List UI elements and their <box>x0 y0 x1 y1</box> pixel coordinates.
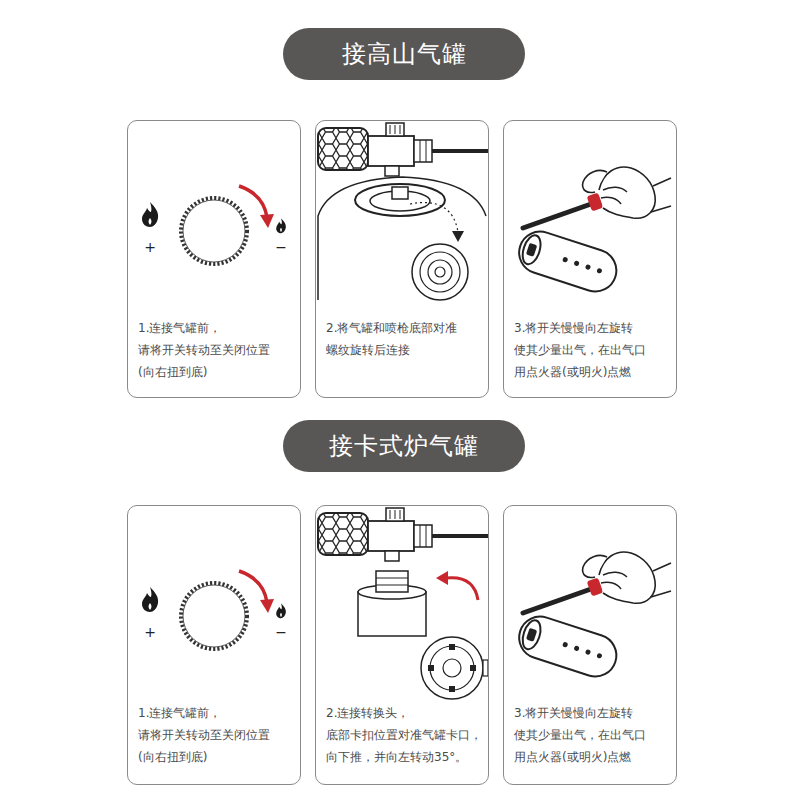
adapter-groove <box>376 578 408 579</box>
step-instruction: 2.连接转换头， 底部卡扣位置对准气罐卡口， 向下推，并向左转动35°。 <box>326 702 488 768</box>
base-tab <box>428 665 434 671</box>
cassette-canister-illustration <box>318 508 488 699</box>
step-instruction: 1.连接气罐前， 请将开关转动至关闭位置 (向右扭到底) <box>138 317 300 383</box>
step-instruction: 3.将开关慢慢向左旋转 使其少量出气，在出气口 用点火器(或明火)点燃 <box>514 702 676 768</box>
step-panel: 3.将开关慢慢向左旋转 使其少量出气，在出气口 用点火器(或明火)点燃 <box>503 505 677 785</box>
step-panel: 2.将气罐和喷枪底部对准 螺纹旋转后连接 <box>315 120 489 398</box>
valve-detail <box>435 267 445 277</box>
base-tab <box>449 686 455 692</box>
base-tab <box>470 665 476 671</box>
base-latch <box>483 660 488 676</box>
section-heading: 接高山气罐 <box>342 38 467 70</box>
step-panel: 3.将开关慢慢向左旋转 使其少量出气，在出气口 用点火器(或明火)点燃 <box>503 120 677 398</box>
adapter-groove <box>376 585 408 586</box>
torch-head <box>318 508 488 561</box>
valve-detail <box>420 252 460 292</box>
less-flame-sign: − <box>275 625 287 639</box>
valve-detail <box>428 260 452 284</box>
base-tab <box>449 644 455 650</box>
section-heading: 接卡式炉气罐 <box>329 430 479 462</box>
canister-ring <box>355 184 445 216</box>
valve-detail <box>412 244 468 300</box>
step-panel: 1.连接气罐前， 请将开关转动至关闭位置 (向右扭到底) <box>127 505 301 785</box>
step-instruction: 3.将开关慢慢向左旋转 使其少量出气，在出气口 用点火器(或明火)点燃 <box>514 317 676 383</box>
dial-illustration <box>142 571 286 649</box>
more-flame-sign: + <box>144 240 156 254</box>
base-center <box>443 659 461 677</box>
step-panel: 1.连接气罐前， 请将开关转动至关闭位置 (向右扭到底) <box>127 120 301 398</box>
adapter <box>376 571 408 592</box>
section-heading-pill: 接高山气罐 <box>283 28 525 80</box>
less-flame-sign: − <box>275 240 287 254</box>
turn-arrow <box>446 578 478 600</box>
step-instruction: 1.连接气罐前， 请将开关转动至关闭位置 (向右扭到底) <box>138 702 300 768</box>
section-heading-pill: 接卡式炉气罐 <box>283 420 525 472</box>
dotted-arrowhead <box>452 231 464 242</box>
ignition-illustration <box>514 552 671 682</box>
step-instruction: 2.将气罐和喷枪底部对准 螺纹旋转后连接 <box>326 317 488 361</box>
adapter-base <box>421 637 483 699</box>
turn-arrowhead <box>436 571 448 585</box>
canister-valve <box>392 187 408 199</box>
ignition-illustration <box>514 167 671 297</box>
mountain-canister-illustration <box>318 123 488 300</box>
canister-dome <box>318 177 486 300</box>
dial-illustration <box>142 186 286 264</box>
step-panel: 2.连接转换头， 底部卡扣位置对准气罐卡口， 向下推，并向左转动35°。 <box>315 505 489 785</box>
base-ring <box>430 646 474 690</box>
dotted-arrow <box>410 203 458 232</box>
torch-head <box>318 123 488 176</box>
more-flame-sign: + <box>144 625 156 639</box>
